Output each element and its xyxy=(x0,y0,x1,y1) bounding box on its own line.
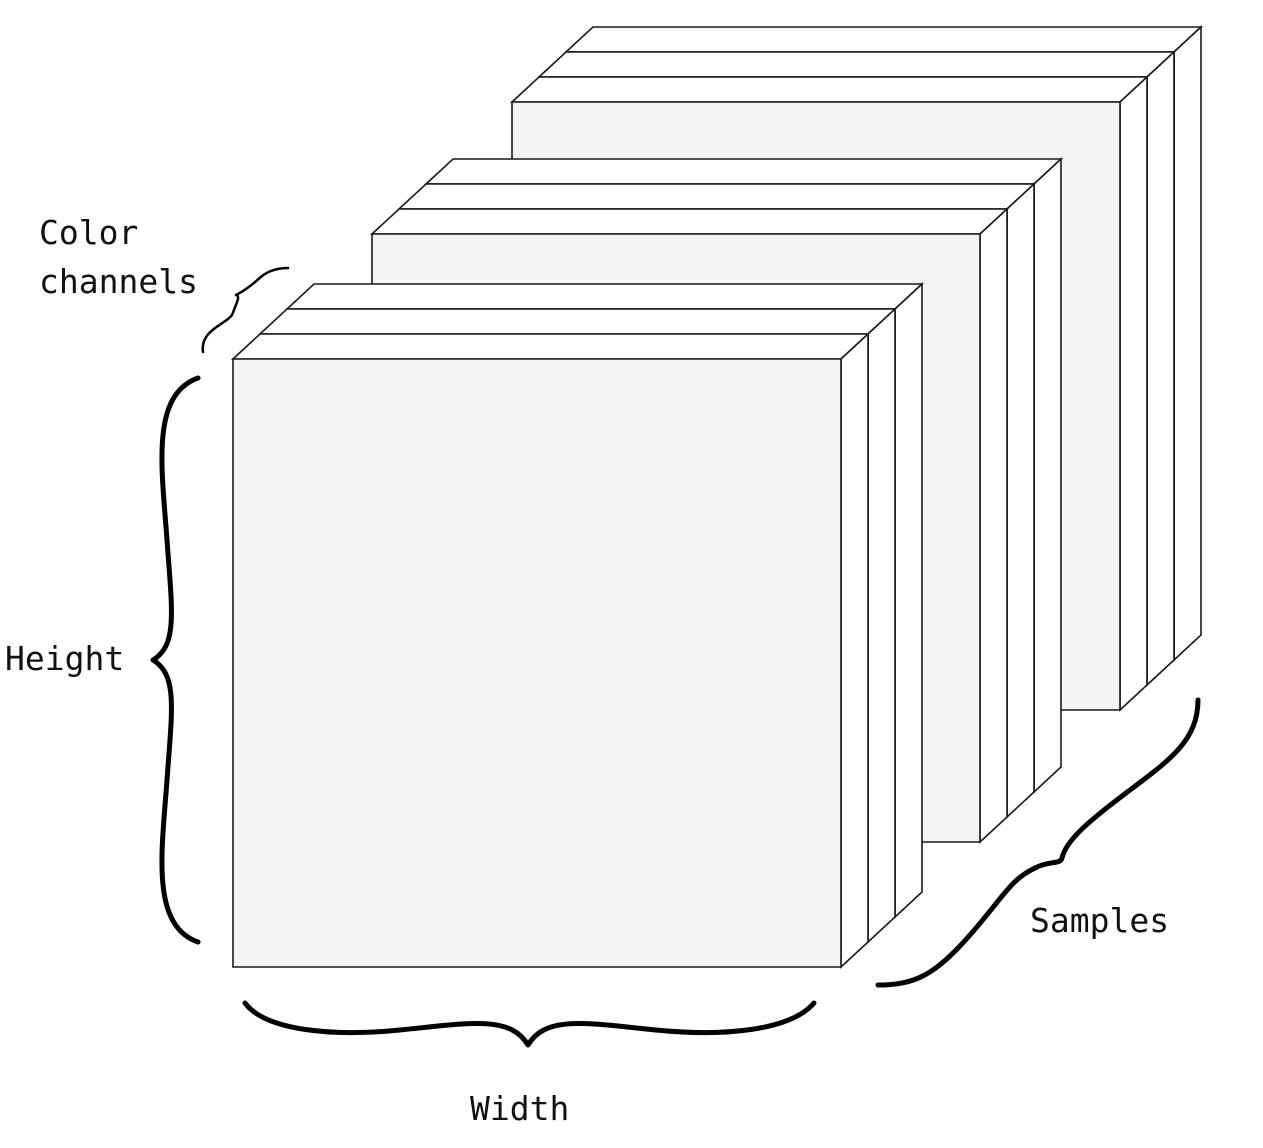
channel-layer-top xyxy=(563,26,1204,53)
channel-layer-top xyxy=(257,308,898,335)
channel-layer-side xyxy=(1119,75,1148,712)
sample-stack xyxy=(230,25,1204,969)
width-brace xyxy=(242,1000,817,1048)
color-channels-brace xyxy=(201,266,290,354)
color-channels-label-line2: channels xyxy=(39,262,198,301)
channel-layer-side xyxy=(894,282,923,919)
channel-layer-side xyxy=(1006,182,1035,819)
height-label: Height xyxy=(5,639,124,678)
channel-layer-top xyxy=(396,183,1037,210)
channel-layer-top xyxy=(509,76,1150,103)
sample-slab xyxy=(230,282,925,969)
channel-layer-top xyxy=(423,158,1064,185)
samples-label: Samples xyxy=(1030,901,1169,940)
height-brace xyxy=(150,375,201,945)
channel-layer-side xyxy=(1033,157,1062,794)
channel-layer-side xyxy=(867,307,896,944)
channel-layer-top xyxy=(284,283,925,310)
channel-layer-side xyxy=(979,207,1008,844)
color-channels-label-line1: Color xyxy=(39,213,138,252)
channel-layer-side xyxy=(1146,50,1175,687)
channel-layer-face xyxy=(232,358,842,968)
channel-layer-top xyxy=(369,208,1010,235)
channel-layer-side xyxy=(1173,25,1202,662)
channel-layer-top xyxy=(230,333,871,360)
samples-brace xyxy=(875,697,1201,988)
channel-layer-side xyxy=(840,332,869,969)
channel-layer-top xyxy=(536,51,1177,78)
width-label: Width xyxy=(470,1089,569,1128)
